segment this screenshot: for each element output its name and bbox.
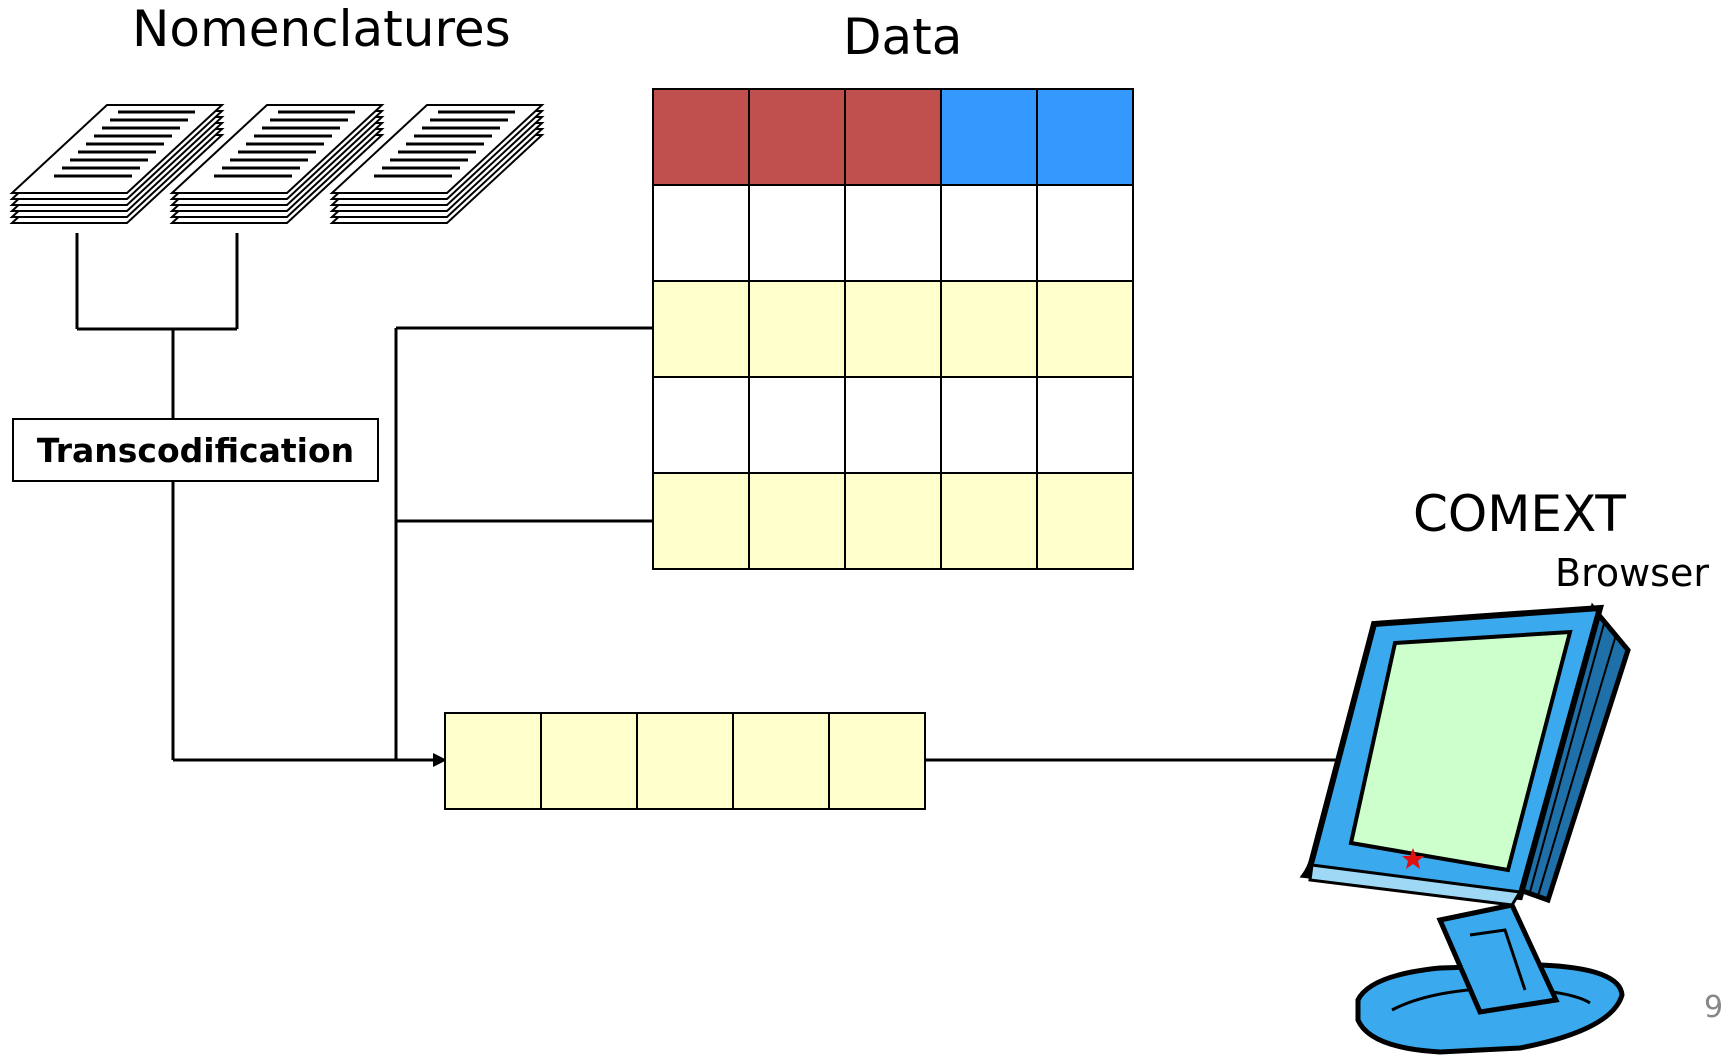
data-title: Data bbox=[843, 8, 963, 66]
data-table-cell bbox=[940, 472, 1038, 570]
data-table-cell bbox=[652, 88, 750, 186]
data-table-cell bbox=[748, 184, 846, 282]
comext-title: COMEXT bbox=[1413, 485, 1626, 543]
data-table-cell bbox=[940, 88, 1038, 186]
data-table-cell bbox=[1036, 184, 1134, 282]
monitor-icon bbox=[1299, 602, 1631, 1055]
data-table-cell bbox=[652, 280, 750, 378]
data-table-cell bbox=[652, 184, 750, 282]
data-table bbox=[652, 88, 1134, 570]
data-table-cell bbox=[844, 472, 942, 570]
data-table-cell bbox=[844, 88, 942, 186]
document-stack-icon bbox=[329, 104, 545, 224]
data-table-cell bbox=[748, 88, 846, 186]
data-table-cell bbox=[844, 184, 942, 282]
transcodification-box: Transcodification bbox=[12, 418, 379, 482]
output-record-cell bbox=[732, 712, 830, 810]
data-table-cell bbox=[652, 376, 750, 474]
data-table-cell bbox=[652, 472, 750, 570]
output-record-cell bbox=[444, 712, 542, 810]
data-table-cell bbox=[844, 376, 942, 474]
page-number: 9 bbox=[1704, 990, 1723, 1025]
data-table-cell bbox=[748, 376, 846, 474]
data-table-cell bbox=[940, 280, 1038, 378]
document-stack-icon bbox=[169, 104, 385, 224]
data-table-cell bbox=[940, 184, 1038, 282]
data-table-cell bbox=[1036, 280, 1134, 378]
document-stack-icon bbox=[9, 104, 225, 224]
data-table-cell bbox=[1036, 88, 1134, 186]
output-record-cell bbox=[828, 712, 926, 810]
data-table-cell bbox=[748, 280, 846, 378]
browser-label: Browser bbox=[1555, 551, 1709, 595]
data-table-cell bbox=[1036, 376, 1134, 474]
data-table-cell bbox=[748, 472, 846, 570]
output-record-cell bbox=[540, 712, 638, 810]
transcodification-label: Transcodification bbox=[36, 430, 355, 470]
data-table-cell bbox=[844, 280, 942, 378]
nomenclatures-title: Nomenclatures bbox=[132, 0, 511, 58]
output-record bbox=[444, 712, 926, 810]
data-table-cell bbox=[1036, 472, 1134, 570]
nomenclature-documents bbox=[9, 104, 545, 224]
data-table-cell bbox=[940, 376, 1038, 474]
output-record-cell bbox=[636, 712, 734, 810]
